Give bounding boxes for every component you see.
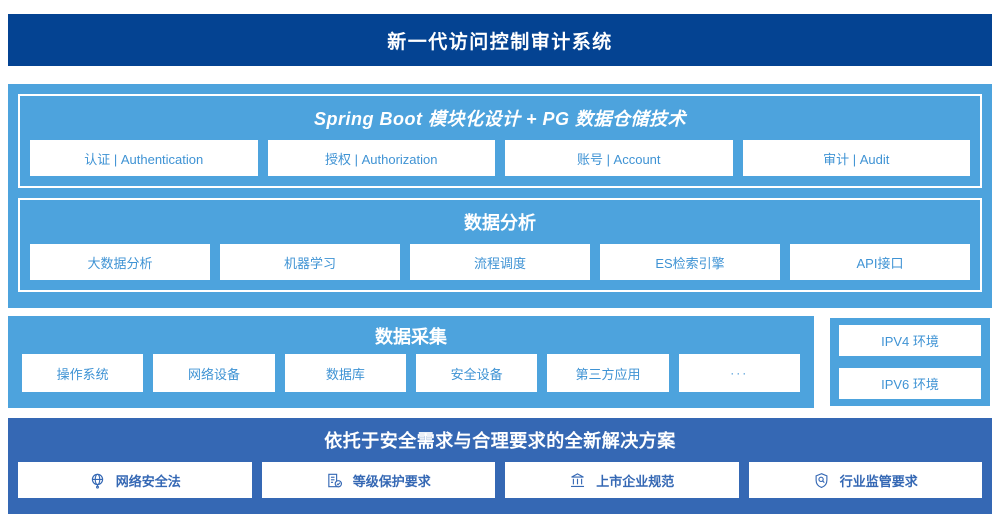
card-ipv4-environment[interactable]: IPV4 环境 — [839, 325, 981, 356]
card-database[interactable]: 数据库 — [284, 354, 406, 392]
data-collection-title: 数据采集 — [375, 327, 447, 347]
page-title: 新一代访问控制审计系统 — [387, 31, 613, 53]
spring-boot-group: Spring Boot 模块化设计 + PG 数据仓储技术 认证 | Authe… — [18, 94, 982, 188]
card-third-party-app[interactable]: 第三方应用 — [547, 354, 669, 392]
card-audit[interactable]: 审计 | Audit — [742, 140, 970, 176]
card-operating-system[interactable]: 操作系统 — [22, 354, 144, 392]
card-classified-protection-label: 等级保护要求 — [352, 473, 431, 489]
compliance-card-row: 网络安全法 等级保护要求 — [18, 462, 982, 498]
card-more-ellipsis[interactable]: ··· — [678, 354, 800, 392]
data-analysis-group-title: 数据分析 — [464, 213, 536, 233]
card-industry-regulation[interactable]: 行业监管要求 — [748, 462, 982, 498]
card-security-device[interactable]: 安全设备 — [415, 354, 538, 392]
header-banner: 新一代访问控制审计系统 — [8, 14, 992, 66]
compliance-panel: 依托于安全需求与合理要求的全新解决方案 网络安全法 — [8, 418, 992, 514]
ip-environment-panel: IPV4 环境 IPV6 环境 — [828, 316, 992, 408]
card-api-interface[interactable]: API接口 — [790, 244, 970, 280]
data-analysis-group: 数据分析 大数据分析 机器学习 流程调度 ES检索引擎 API接口 — [18, 198, 982, 292]
spring-boot-card-row: 认证 | Authentication 授权 | Authorization 账… — [30, 140, 970, 176]
card-machine-learning[interactable]: 机器学习 — [220, 244, 400, 280]
card-authorization[interactable]: 授权 | Authorization — [267, 140, 495, 176]
card-authentication[interactable]: 认证 | Authentication — [30, 140, 258, 176]
card-big-data-analysis[interactable]: 大数据分析 — [30, 244, 210, 280]
collection-section: 数据采集 操作系统 网络设备 数据库 安全设备 第三方应用 ··· IPV4 环… — [8, 316, 992, 408]
card-es-search-engine[interactable]: ES检索引擎 — [600, 244, 780, 280]
shield-search-icon — [813, 472, 830, 489]
card-cybersecurity-law-label: 网络安全法 — [115, 473, 181, 489]
spring-boot-group-title: Spring Boot 模块化设计 + PG 数据仓储技术 — [313, 109, 686, 129]
platform-panel: Spring Boot 模块化设计 + PG 数据仓储技术 认证 | Authe… — [8, 84, 992, 308]
card-ipv6-environment[interactable]: IPV6 环境 — [839, 368, 981, 399]
bank-icon — [569, 472, 586, 489]
document-check-icon — [326, 472, 343, 489]
card-account[interactable]: 账号 | Account — [505, 140, 733, 176]
globe-icon — [89, 472, 106, 489]
card-network-device[interactable]: 网络设备 — [153, 354, 275, 392]
data-collection-card-row: 操作系统 网络设备 数据库 安全设备 第三方应用 ··· — [22, 354, 800, 392]
data-analysis-card-row: 大数据分析 机器学习 流程调度 ES检索引擎 API接口 — [30, 244, 970, 280]
card-classified-protection[interactable]: 等级保护要求 — [261, 462, 495, 498]
card-listed-company-standard[interactable]: 上市企业规范 — [505, 462, 739, 498]
data-collection-panel: 数据采集 操作系统 网络设备 数据库 安全设备 第三方应用 ··· — [8, 316, 814, 408]
card-listed-company-standard-label: 上市企业规范 — [596, 473, 675, 489]
card-process-scheduling[interactable]: 流程调度 — [410, 244, 590, 280]
card-cybersecurity-law[interactable]: 网络安全法 — [18, 462, 252, 498]
card-industry-regulation-label: 行业监管要求 — [839, 473, 918, 489]
compliance-title: 依托于安全需求与合理要求的全新解决方案 — [324, 431, 676, 451]
